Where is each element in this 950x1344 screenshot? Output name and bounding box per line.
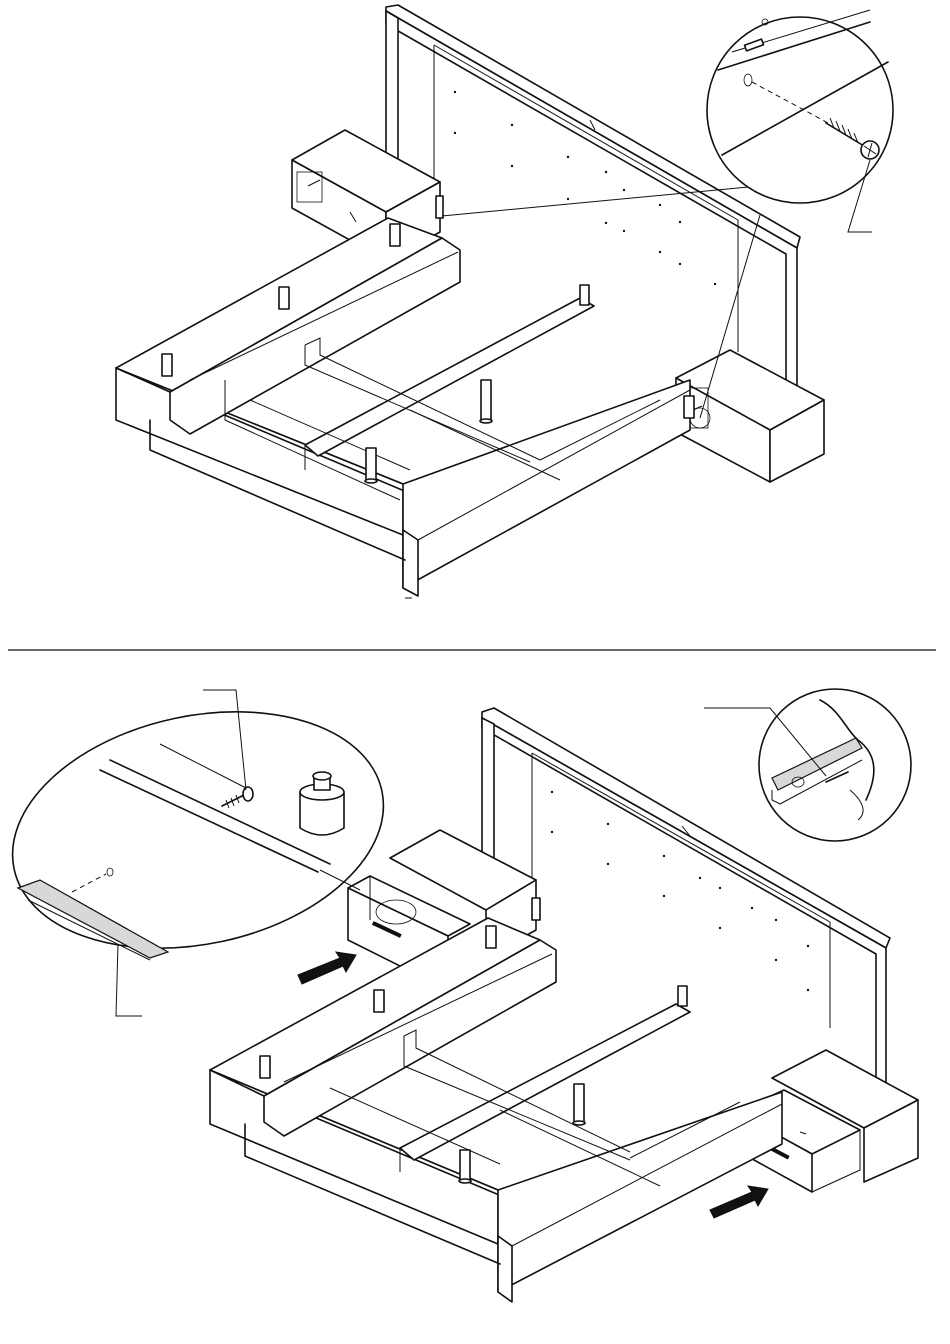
nightstand-right xyxy=(676,350,824,482)
step-bottom-assembly xyxy=(0,679,918,1302)
center-leg-b2 xyxy=(574,1084,584,1122)
center-leg-2 xyxy=(481,380,491,420)
center-leg-1 xyxy=(366,448,376,480)
push-arrow-icon-2 xyxy=(710,1186,768,1218)
bed-frame-bottom xyxy=(210,918,782,1302)
push-arrow-icon xyxy=(298,952,356,984)
center-leg-b1 xyxy=(460,1150,470,1180)
hinge-bracket-left-ns xyxy=(436,196,443,218)
detail-callout-runner xyxy=(704,689,911,841)
bed-frame-top xyxy=(116,185,770,598)
step-top-assembly xyxy=(116,5,893,598)
